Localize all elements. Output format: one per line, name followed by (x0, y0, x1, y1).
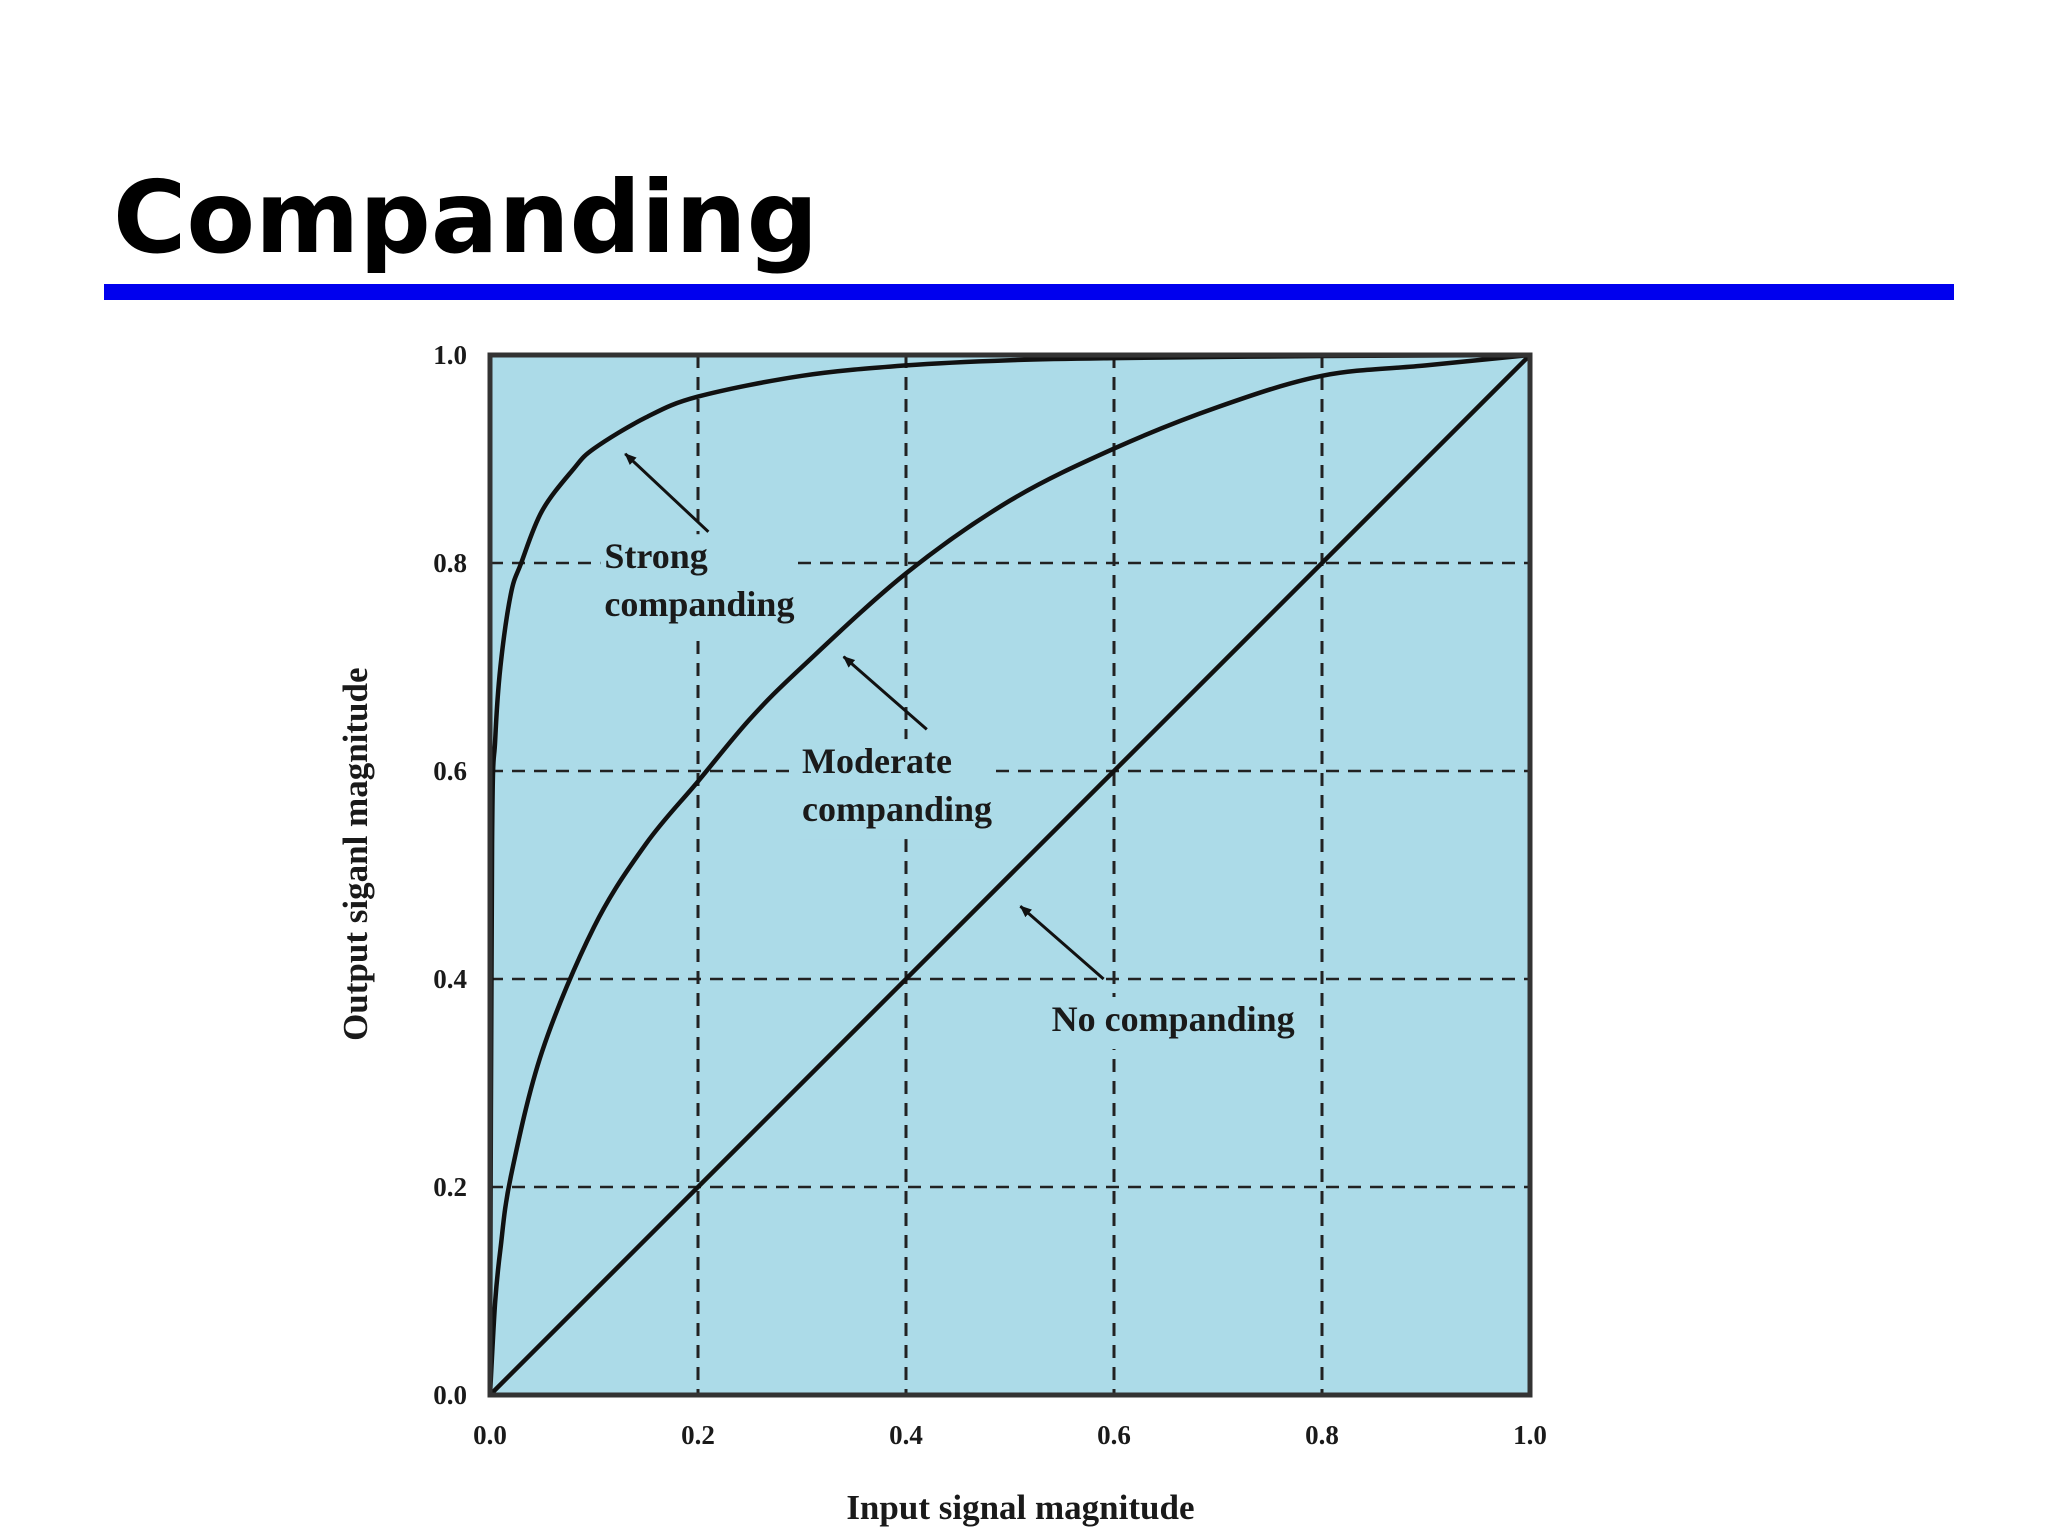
y-tick-label: 0.8 (433, 548, 467, 578)
series-lines (487, 352, 1532, 1397)
page-title: Companding (113, 159, 819, 276)
y-tick-label: 0.4 (433, 964, 467, 994)
x-tick-label: 0.4 (889, 1420, 923, 1450)
y-axis-title: Output siganl magnitude (336, 667, 375, 1040)
x-tick-label: 0.8 (1305, 1420, 1339, 1450)
annotation-label: Moderate companding (802, 741, 992, 829)
x-axis-title: Input signal magnitude (846, 1488, 1194, 1527)
annotation-label-bg (798, 739, 991, 840)
annotation-line: companding (802, 789, 992, 829)
annotation-arrow (1019, 905, 1105, 981)
annotation-line: Moderate (802, 741, 952, 781)
grid (490, 355, 1530, 1395)
annotation-arrow (842, 655, 928, 731)
x-tick-label: 1.0 (1513, 1420, 1547, 1450)
annotation-line: Strong (604, 536, 707, 576)
annotation-line: No companding (1052, 999, 1295, 1039)
annotation-label-bg (600, 534, 794, 635)
title-underline (104, 284, 1954, 300)
y-tick-label: 0.0 (433, 1380, 467, 1410)
y-tick-label: 0.2 (433, 1172, 467, 1202)
y-tick-label: 0.6 (433, 756, 467, 786)
x-tick-label: 0.6 (1097, 1420, 1131, 1450)
annotation-label: Strong companding (604, 536, 794, 624)
annotation-label: No companding (1052, 999, 1295, 1039)
x-tick-label: 0.0 (473, 1420, 507, 1450)
tick-labels: 0.0 0.2 0.4 0.6 0.8 1.0 0.0 0.2 0.4 0.6 0.8 1.0 (433, 340, 1547, 1450)
plot-frame (487, 352, 1533, 1398)
annotation-label-bg (1047, 997, 1297, 1049)
series-line-2 (487, 352, 1531, 1396)
annotation-line: companding (604, 584, 794, 624)
series-line-3 (488, 353, 1532, 1397)
x-tick-label: 0.2 (681, 1420, 715, 1450)
series-line-1 (487, 352, 1531, 1396)
y-tick-label: 1.0 (433, 340, 467, 370)
annotation-arrow (624, 452, 710, 533)
